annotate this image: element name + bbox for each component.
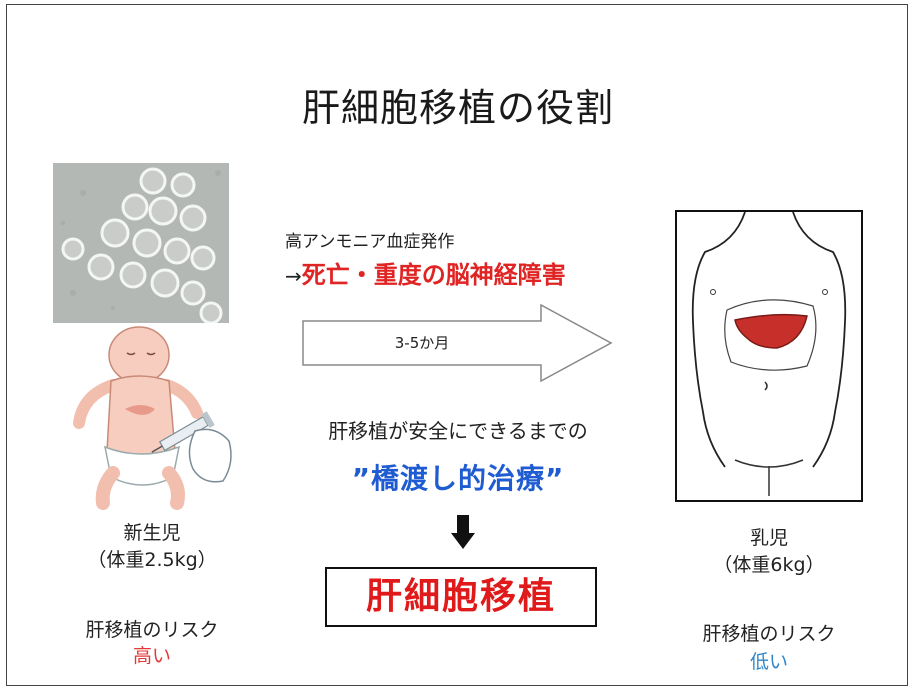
- bridge-intro-text: 肝移植が安全にできるまでの: [328, 419, 588, 443]
- hepatocyte-transplant-box: 肝細胞移植: [325, 567, 597, 627]
- infant-risk-label: 肝移植のリスク: [702, 623, 836, 645]
- infant-risk-value: 低い: [749, 651, 788, 673]
- duration-label: 3-5か月: [394, 334, 450, 352]
- infant-weight: （体重6kg）: [713, 554, 825, 576]
- infant-label: 乳児: [749, 527, 788, 549]
- bridge-therapy-text: ”橋渡し的治療”: [351, 462, 565, 495]
- newborn-weight: （体重2.5kg）: [87, 549, 217, 571]
- outcome-text: →死亡・重度の脳神経障害: [285, 255, 566, 290]
- newborn-risk-value: 高い: [132, 645, 171, 667]
- newborn-label: 新生児: [123, 522, 181, 544]
- hyperammonemia-text: 高アンモニア血症発作: [285, 232, 455, 252]
- cell-micrograph: [53, 163, 229, 323]
- baby-injection-illustration: [73, 326, 232, 510]
- outcome-arrow-prefix: →: [285, 264, 302, 288]
- liver-body-outline: [675, 210, 863, 502]
- slide-title: 肝細胞移植の役割: [301, 86, 614, 130]
- slide: 肝細胞移植の役割: [6, 4, 908, 686]
- outcome-severe: 死亡・重度の脳神経障害: [301, 261, 566, 289]
- right-arrow: [302, 303, 613, 383]
- newborn-risk-label: 肝移植のリスク: [85, 619, 219, 641]
- down-arrow: [451, 515, 475, 549]
